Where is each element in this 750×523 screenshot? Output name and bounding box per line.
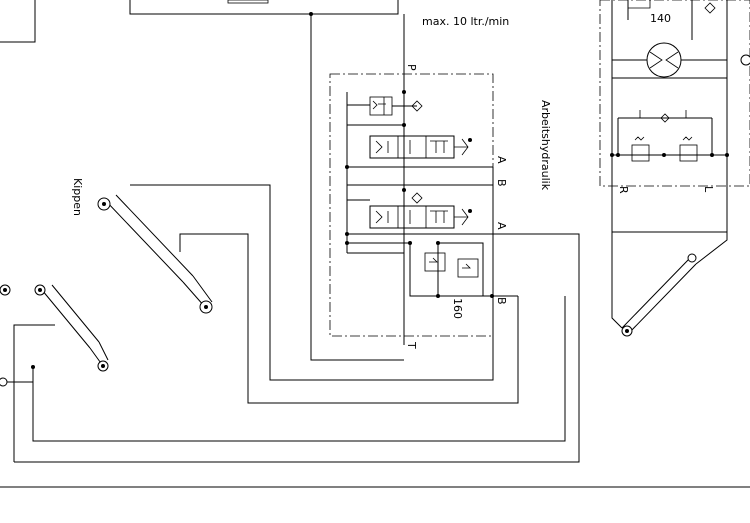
flow-rate-label: max. 10 ltr./min: [422, 15, 509, 28]
port-b1-label: B: [495, 179, 508, 187]
port-a2-label: A: [495, 222, 508, 230]
actuator-lines: [0, 167, 566, 462]
cylinder-lower-left: [0, 284, 109, 387]
port-r-label: R: [617, 186, 630, 194]
supply-lines: [309, 12, 405, 361]
port-a1-label: A: [495, 156, 508, 164]
cylinder-kippen-upper: [97, 194, 213, 314]
relief-valves-160: [424, 241, 494, 298]
kippen-label: Kippen: [71, 178, 84, 216]
steering-unit: [610, 0, 750, 233]
group-title-label: Arbeitshydraulik: [539, 100, 552, 191]
port-p-label: P: [405, 64, 418, 71]
relief-160-label: 160: [451, 298, 464, 319]
port-b2-label: B: [495, 297, 508, 305]
top-left-frame: [0, 0, 399, 43]
port-l-label: L: [702, 186, 715, 193]
valve-section-2: [14, 184, 580, 463]
control-block-boundary: [329, 73, 494, 337]
relief-140-label: 140: [650, 12, 671, 25]
cylinder-steering: [611, 232, 728, 337]
port-t-label: T: [405, 341, 418, 349]
steering-block-boundary: [599, 0, 750, 187]
valve-section-1: [345, 90, 493, 253]
